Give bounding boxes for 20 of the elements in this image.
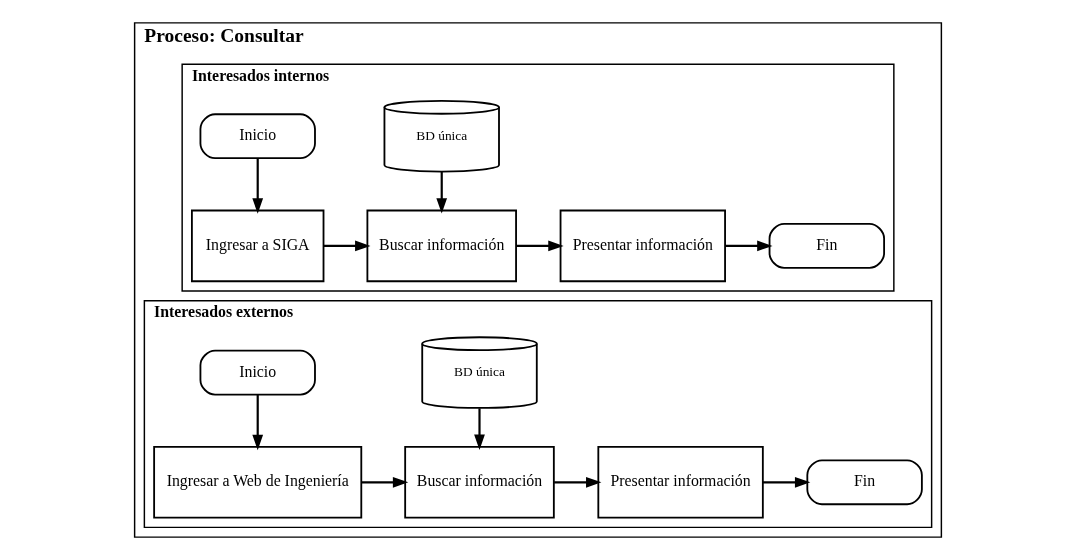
arrow [724,240,773,252]
arrow [361,476,408,488]
node-box: Presentar información [596,446,764,519]
node-box: Buscar información [403,446,555,519]
node-box: Presentar información [559,209,726,283]
arrow [473,408,485,450]
arrow [553,476,601,488]
arrow [251,395,263,451]
node-box: Ingresar a Web de Ingeniería [152,446,362,519]
node-box: Inicio [199,349,316,396]
node-box: Inicio [199,113,316,160]
arrow [251,158,263,214]
node-box: Fin [768,223,885,269]
arrow [515,240,564,252]
arrow [435,171,447,214]
arrow [762,476,810,488]
node-box: Buscar información [365,209,517,283]
arrow [323,240,370,252]
node-box: Fin [805,459,923,506]
node-box: Ingresar a SIGA [190,209,324,283]
